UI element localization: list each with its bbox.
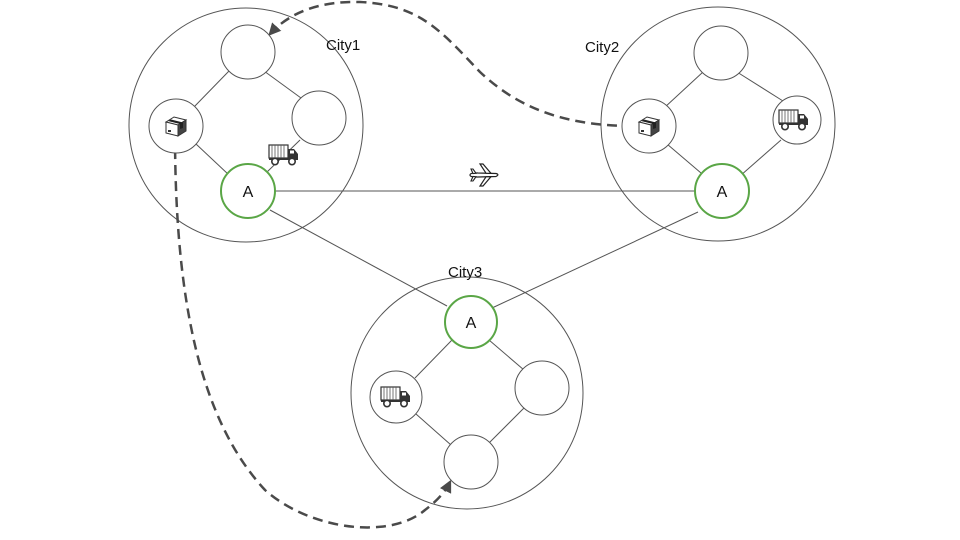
edge-c2-top-left [663,71,704,109]
edge-city2-city3 [491,211,699,309]
city1-airport-node [220,163,276,219]
city2-label: City2 [585,39,619,56]
edge-c3-left-bottom [415,413,452,446]
package-icon [165,116,187,137]
city2-airport-label: A [717,184,728,201]
city2-boundary [600,6,836,242]
city3-airport-node [444,295,498,349]
city1-airport-label: A [243,184,254,201]
package-icon [638,116,660,137]
dashed-route-city1-to-city3 [173,132,452,529]
edge-c1-top-right [263,70,302,99]
city3-node-right [514,360,570,416]
edge-c1-top-left [192,70,230,109]
city1-node-right [291,90,347,146]
city3-airport-label: A [466,315,477,332]
city2-airport-node [694,163,750,219]
edge-city1-city3 [269,209,448,307]
dashed-route-city2-to-city1 [268,0,634,128]
edge-c2-right-airport [739,139,782,177]
edge-c3-airport-left [414,339,453,379]
edge-c2-top-right [736,71,784,102]
edge-c3-airport-right [488,339,525,371]
city1-boundary [128,7,364,243]
city3-label: City3 [448,264,482,281]
city3-boundary [350,276,584,510]
edge-c1-left-airport [195,143,230,176]
city1-label: City1 [326,37,360,54]
truck-icon [268,144,299,166]
airplane-icon [469,163,499,187]
city3-node-bottom [443,434,499,490]
city1-node-top [220,24,276,80]
edge-c2-left-airport [666,143,702,174]
city2-node-top [693,25,749,81]
edge-c3-right-bottom [488,406,526,444]
